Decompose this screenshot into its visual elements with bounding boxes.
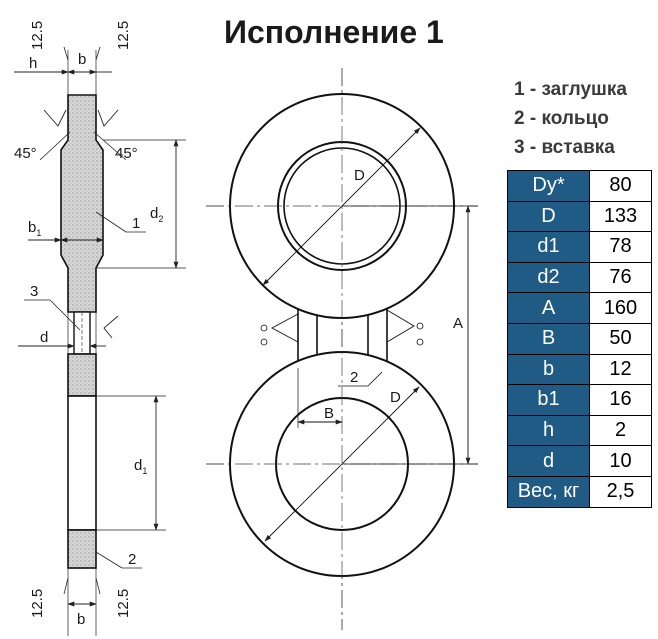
legend-text: вставка [541, 137, 615, 158]
param-value: 160 [589, 292, 652, 324]
front-view-labels: D D A B 2 [324, 167, 463, 422]
dim-D-upper [262, 127, 421, 286]
roughness-mark-right [97, 109, 119, 127]
param-name: d1 [507, 231, 590, 263]
param-value: 2 [589, 414, 652, 447]
param-value: 76 [589, 261, 652, 294]
leader-125-br [95, 577, 101, 595]
label-A: A [453, 315, 463, 332]
legend-text: кольцо [541, 108, 609, 129]
label-d: d [40, 329, 48, 346]
front-view [206, 68, 478, 630]
strap-dot-left-1 [260, 324, 268, 332]
param-name: Вес, кг [507, 475, 590, 508]
param-value: 133 [589, 200, 652, 233]
roughness-mark-insert [103, 315, 119, 339]
leader-125-tr [95, 46, 101, 61]
page-title: Исполнение 1 [224, 14, 444, 50]
strap-dot-right-2 [416, 338, 424, 346]
strap-dot-right-1 [416, 322, 424, 330]
roughness-mark-left [43, 109, 67, 127]
side-view-labels: 12.5 12.5 h b 45° 45° b1 1 d2 3 d d1 2 1… [14, 21, 163, 628]
param-value: 12 [589, 353, 652, 386]
side-view [14, 46, 186, 636]
legend-item: 2 - кольцо [514, 108, 609, 129]
param-value: 2,5 [589, 475, 652, 508]
label-45-left: 45° [14, 145, 37, 162]
param-value: 10 [589, 445, 652, 477]
legend-item: 1 - заглушка [514, 79, 627, 100]
label-d1: d1 [134, 457, 147, 476]
legend-item: 3 - вставка [514, 137, 615, 158]
plug-body [60, 94, 104, 313]
leader-part2-center [367, 371, 383, 387]
strap-mark-left [271, 313, 299, 343]
label-B: B [324, 405, 334, 422]
param-value: 78 [589, 231, 652, 263]
label-125-tl: 12.5 [29, 21, 46, 50]
label-125-br: 12.5 [115, 589, 132, 618]
label-45-right: 45° [115, 145, 138, 162]
parts-legend: 1 - заглушка 2 - кольцо 3 - вставка [514, 75, 627, 162]
leader-part2 [95, 551, 123, 569]
label-b-bottom: b [77, 611, 85, 628]
ring-middle [67, 395, 97, 531]
legend-num: 3 [514, 137, 525, 158]
param-name: d [507, 445, 590, 477]
label-part2-center: 2 [350, 369, 358, 386]
chamfer-leader-right [93, 131, 127, 161]
leader-125-bl [63, 577, 69, 595]
label-part1: 1 [132, 215, 140, 232]
legend-text: заглушка [541, 79, 627, 100]
label-part3: 3 [30, 283, 38, 300]
label-d2: d2 [150, 205, 163, 224]
strap-mark-right [386, 309, 415, 343]
param-name: A [507, 292, 590, 324]
leader-125-tl [63, 46, 69, 61]
param-value: 80 [589, 170, 652, 202]
strap-dot-left-2 [260, 338, 268, 346]
label-b1: b1 [28, 219, 41, 238]
label-D-upper: D [354, 167, 365, 184]
legend-num: 1 [514, 79, 525, 100]
param-name: h [507, 414, 590, 447]
param-value: 16 [589, 384, 652, 416]
label-h: h [29, 55, 37, 72]
param-value: 50 [589, 322, 652, 355]
param-name: Dy* [507, 170, 590, 202]
param-name: B [507, 322, 590, 355]
label-b-top: b [78, 51, 86, 68]
leader-part3 [49, 299, 81, 331]
label-part2-left: 2 [128, 551, 136, 568]
param-name: b [507, 353, 590, 386]
ring-bottom [67, 529, 97, 569]
label-125-tr: 12.5 [115, 21, 132, 50]
table-row: Dy*80 [507, 170, 652, 202]
param-name: d2 [507, 261, 590, 294]
chamfer-leader-left [39, 131, 71, 161]
ring-top [67, 353, 97, 397]
param-name: b1 [507, 384, 590, 416]
param-name: D [507, 200, 590, 233]
leader-part1 [95, 211, 127, 233]
label-D-lower: D [390, 389, 401, 406]
label-125-bl: 12.5 [29, 589, 46, 618]
legend-num: 2 [514, 108, 525, 129]
